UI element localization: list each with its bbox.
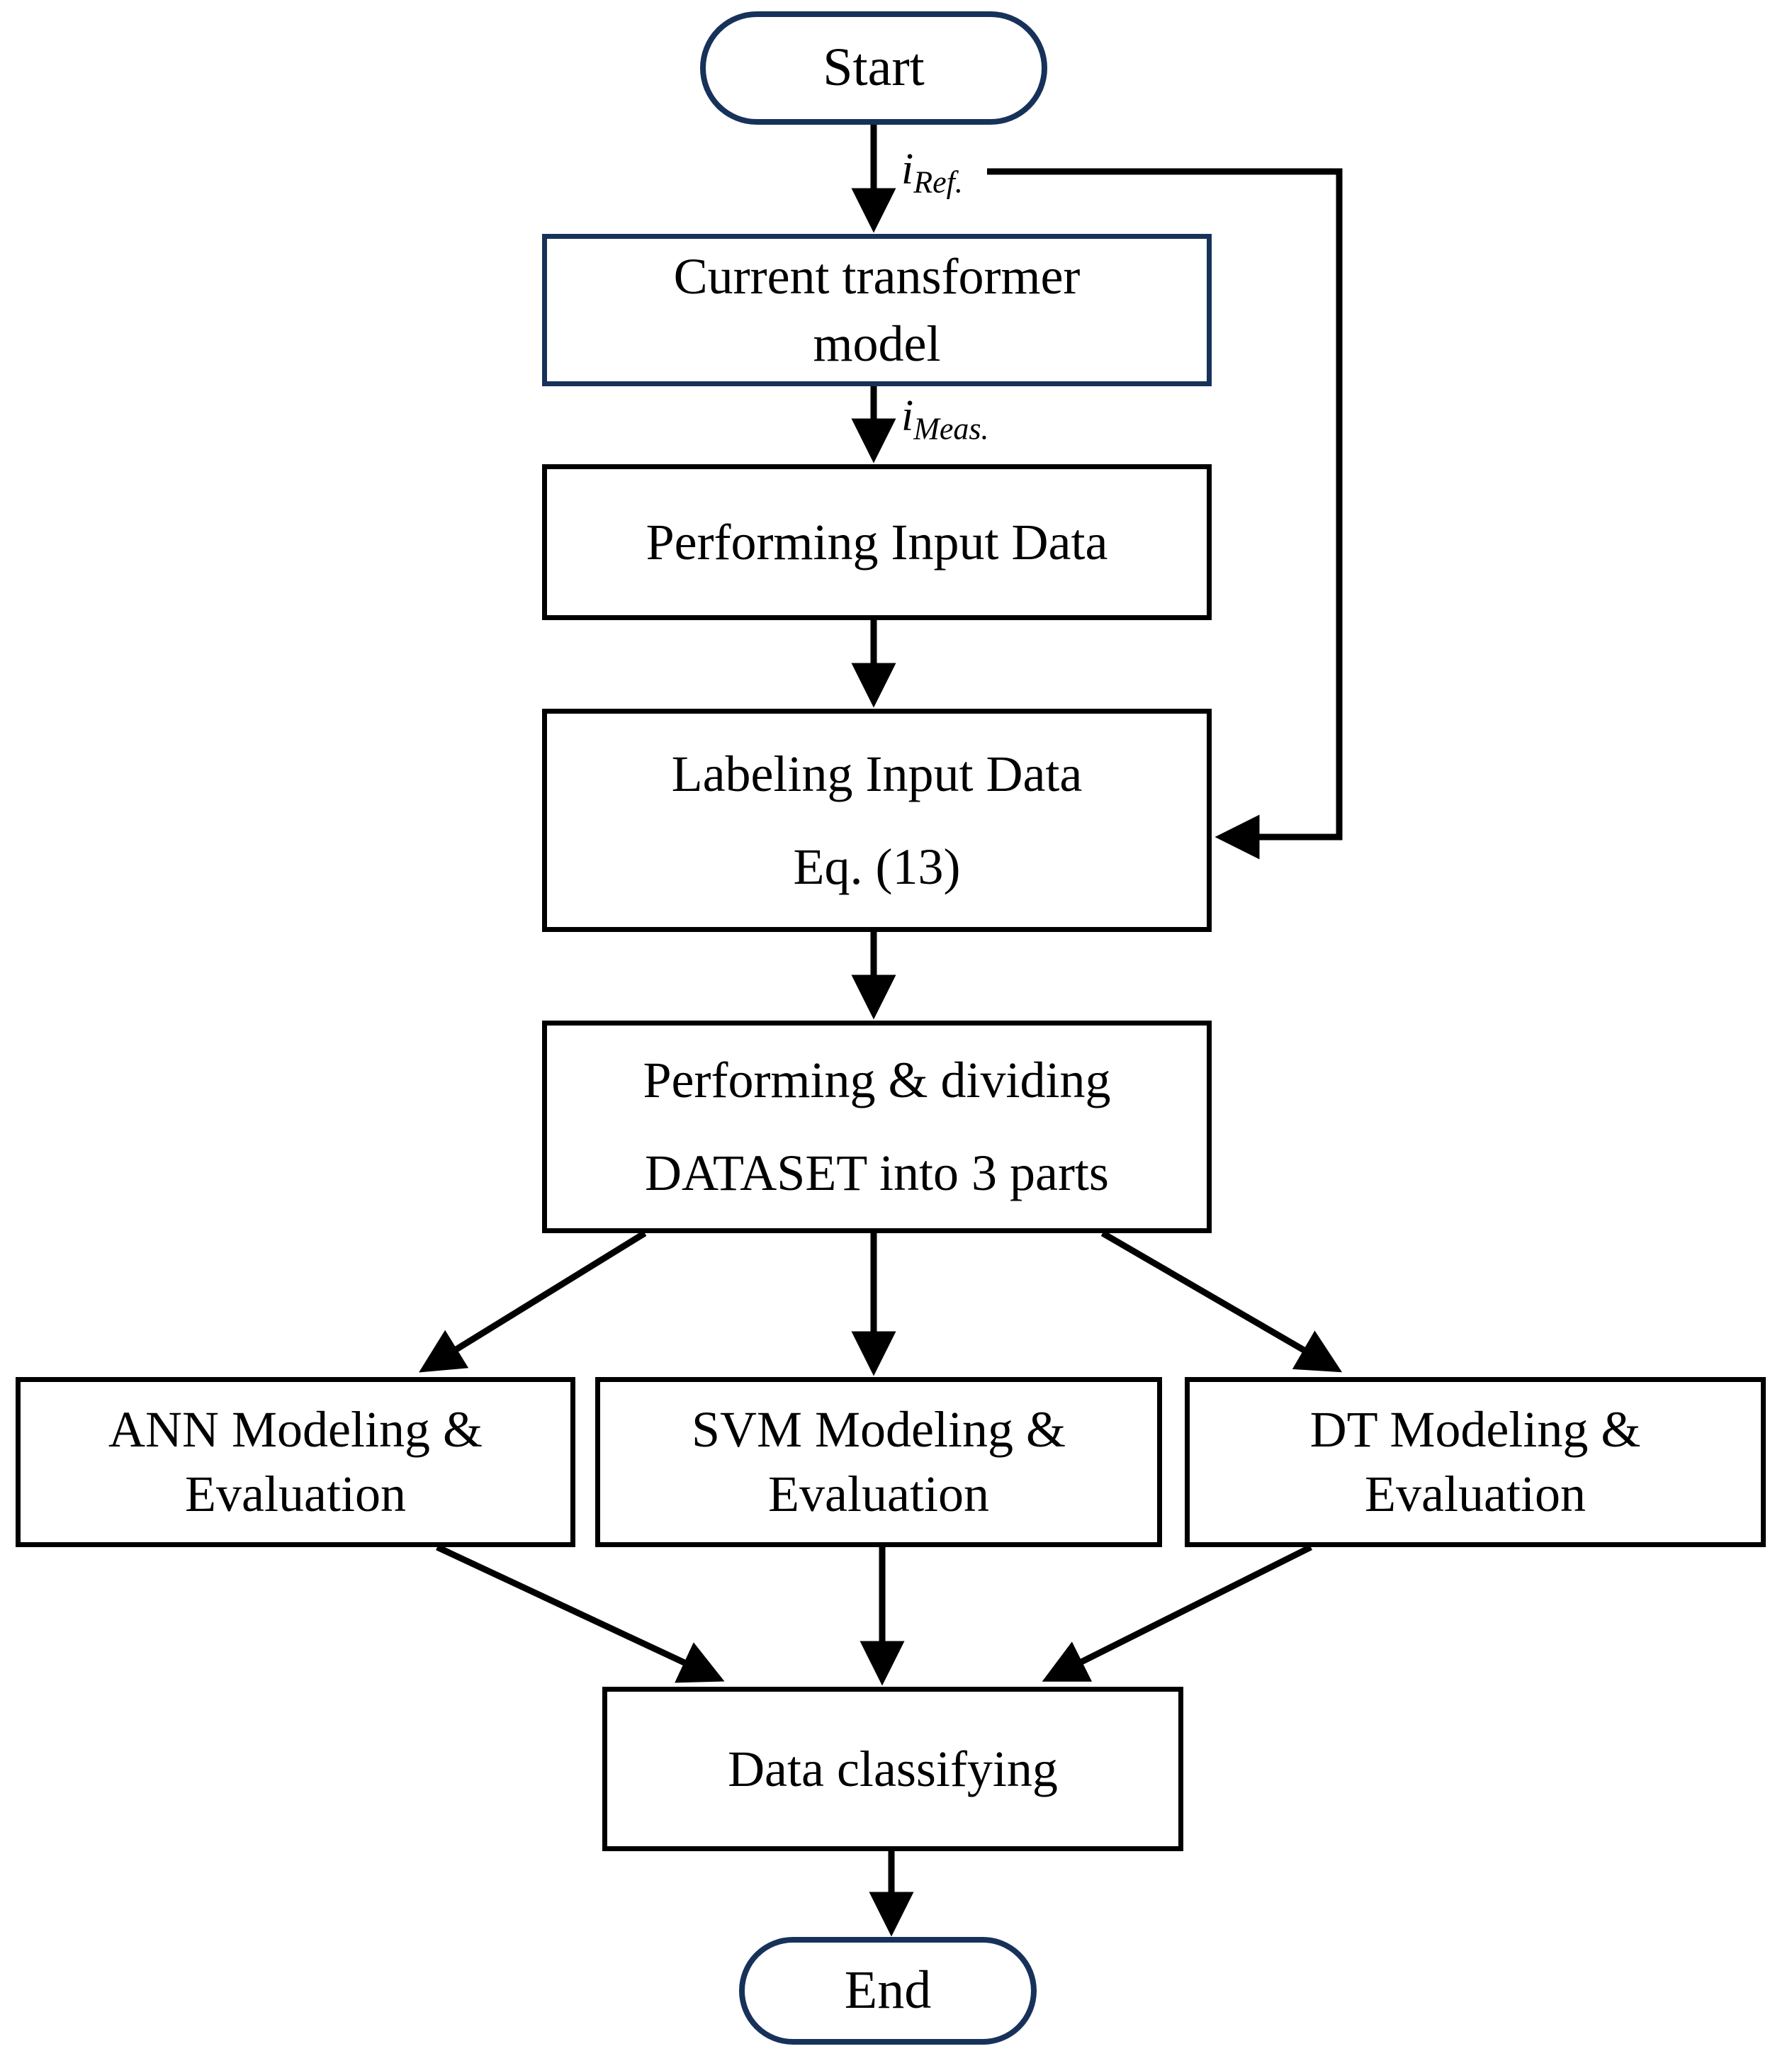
- edge-feedback-iref-to-labeling: [987, 168, 1343, 860]
- node-ct-model-line-1: Current transformer: [673, 247, 1081, 305]
- node-start[interactable]: Start: [700, 11, 1047, 125]
- node-performing-input-data[interactable]: Performing Input Data: [542, 464, 1212, 620]
- node-ann-modeling[interactable]: ANN Modeling & Evaluation: [16, 1377, 575, 1547]
- node-data-classifying-label: Data classifying: [728, 1740, 1058, 1797]
- edge-label-i-ref: iRef.: [901, 147, 963, 198]
- node-ann-modeling-line-1: ANN Modeling &: [108, 1401, 483, 1459]
- node-dividing-dataset-line-1: Performing & dividing: [643, 1052, 1111, 1109]
- node-labeling-input-line-1: Labeling Input Data: [671, 745, 1083, 802]
- node-labeling-input-data[interactable]: Labeling Input Data Eq. (13): [542, 709, 1212, 932]
- node-dividing-dataset[interactable]: Performing & dividing DATASET into 3 par…: [542, 1021, 1212, 1233]
- node-labeling-input-line-2: Eq. (13): [793, 838, 961, 895]
- edge-label-i-ref-subscript: Ref.: [913, 164, 963, 200]
- edge-label-i-meas-symbol: i: [901, 392, 914, 440]
- edge-label-i-ref-symbol: i: [901, 145, 914, 193]
- node-dt-modeling-line-1: DT Modeling &: [1309, 1401, 1641, 1459]
- node-current-transformer-model[interactable]: Current transformer model: [542, 234, 1212, 386]
- node-dt-modeling-line-2: Evaluation: [1365, 1466, 1586, 1522]
- node-svm-modeling-line-1: SVM Modeling &: [691, 1401, 1066, 1459]
- node-performing-input-label: Performing Input Data: [646, 513, 1108, 571]
- node-ct-model-line-2: model: [813, 315, 941, 372]
- edge-ann-to-classifying: [436, 1544, 725, 1683]
- node-dividing-dataset-line-2: DATASET into 3 parts: [645, 1145, 1109, 1201]
- node-end-label: End: [844, 1960, 932, 2021]
- edge-dividing-to-ann: [419, 1230, 647, 1373]
- edge-label-i-meas: iMeas.: [901, 394, 989, 444]
- node-start-label: Start: [823, 38, 925, 98]
- node-ann-modeling-line-2: Evaluation: [185, 1466, 406, 1522]
- edge-label-i-meas-subscript: Meas.: [913, 411, 989, 446]
- node-dt-modeling[interactable]: DT Modeling & Evaluation: [1185, 1377, 1766, 1547]
- node-svm-modeling-line-2: Evaluation: [768, 1466, 989, 1522]
- edge-dividing-to-dt: [1100, 1230, 1343, 1373]
- edge-dt-to-classifying: [1042, 1544, 1313, 1682]
- node-data-classifying[interactable]: Data classifying: [602, 1687, 1183, 1851]
- node-svm-modeling[interactable]: SVM Modeling & Evaluation: [595, 1377, 1162, 1547]
- node-end[interactable]: End: [739, 1937, 1037, 2045]
